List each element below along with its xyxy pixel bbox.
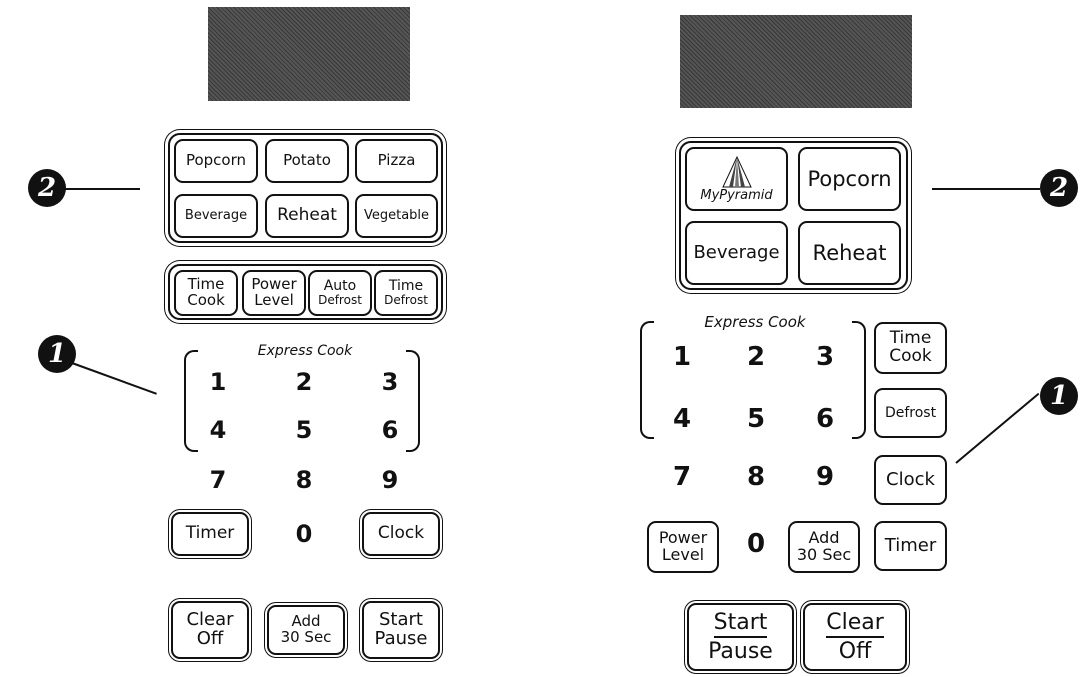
callout-1-left: 1	[38, 335, 76, 373]
right-digit-3[interactable]: 3	[815, 342, 835, 372]
right-auto-cook-group	[679, 141, 908, 290]
callout-2-left-leader	[62, 188, 140, 190]
left-display-window	[208, 7, 410, 101]
callout-2-right: 2	[1040, 169, 1078, 207]
left-function-group	[168, 264, 443, 320]
left-clock-button[interactable]: Clock	[362, 512, 440, 556]
callout-2-right-leader	[932, 188, 1040, 190]
left-express-cook-label: Express Cook	[257, 343, 353, 359]
left-digit-3[interactable]: 3	[381, 368, 399, 396]
left-digit-0[interactable]: 0	[295, 520, 313, 548]
callout-1-left-leader	[71, 362, 157, 395]
left-digit-8[interactable]: 8	[295, 466, 313, 494]
pizza-button[interactable]: Pizza	[355, 139, 438, 183]
right-digit-8[interactable]: 8	[746, 462, 766, 492]
left-auto-cook-group	[168, 133, 443, 243]
right-express-bracket-right	[852, 321, 866, 439]
right-digit-7[interactable]: 7	[672, 462, 692, 492]
mypyramid-button[interactable]: MyPyramid	[685, 147, 788, 211]
vegetable-button[interactable]: Vegetable	[355, 194, 438, 238]
left-digit-4[interactable]: 4	[209, 416, 227, 444]
callout-1-right: 1	[1040, 377, 1078, 415]
left-digit-2[interactable]: 2	[295, 368, 313, 396]
right-clock-button[interactable]: Clock	[874, 455, 947, 505]
right-digit-9[interactable]: 9	[815, 462, 835, 492]
right-reheat-button[interactable]: Reheat	[798, 221, 901, 285]
popcorn-button[interactable]: Popcorn	[174, 139, 258, 183]
right-digit-4[interactable]: 4	[672, 404, 692, 434]
left-timer-button[interactable]: Timer	[171, 512, 249, 556]
callout-2-left: 2	[28, 169, 66, 207]
left-express-bracket-right	[406, 350, 420, 452]
pyramid-icon	[721, 155, 752, 188]
right-digit-2[interactable]: 2	[746, 342, 766, 372]
right-express-bracket-left	[640, 321, 654, 439]
left-digit-7[interactable]: 7	[209, 466, 227, 494]
left-express-bracket-left	[184, 350, 198, 452]
potato-button[interactable]: Potato	[265, 139, 349, 183]
left-digit-1[interactable]: 1	[209, 368, 227, 396]
reheat-button[interactable]: Reheat	[265, 194, 349, 238]
right-digit-5[interactable]: 5	[746, 404, 766, 434]
beverage-button[interactable]: Beverage	[174, 194, 258, 238]
right-beverage-button[interactable]: Beverage	[685, 221, 788, 285]
left-digit-5[interactable]: 5	[295, 416, 313, 444]
right-express-cook-label: Express Cook	[704, 313, 806, 331]
left-digit-9[interactable]: 9	[381, 466, 399, 494]
right-popcorn-button[interactable]: Popcorn	[798, 147, 901, 211]
right-display-window	[680, 15, 912, 108]
left-digit-6[interactable]: 6	[381, 416, 399, 444]
callout-1-right-leader	[955, 392, 1040, 464]
right-timer-button[interactable]: Timer	[874, 521, 947, 571]
right-defrost-button[interactable]: Defrost	[874, 388, 947, 438]
right-digit-0[interactable]: 0	[746, 529, 766, 559]
right-digit-1[interactable]: 1	[672, 342, 692, 372]
right-digit-6[interactable]: 6	[815, 404, 835, 434]
